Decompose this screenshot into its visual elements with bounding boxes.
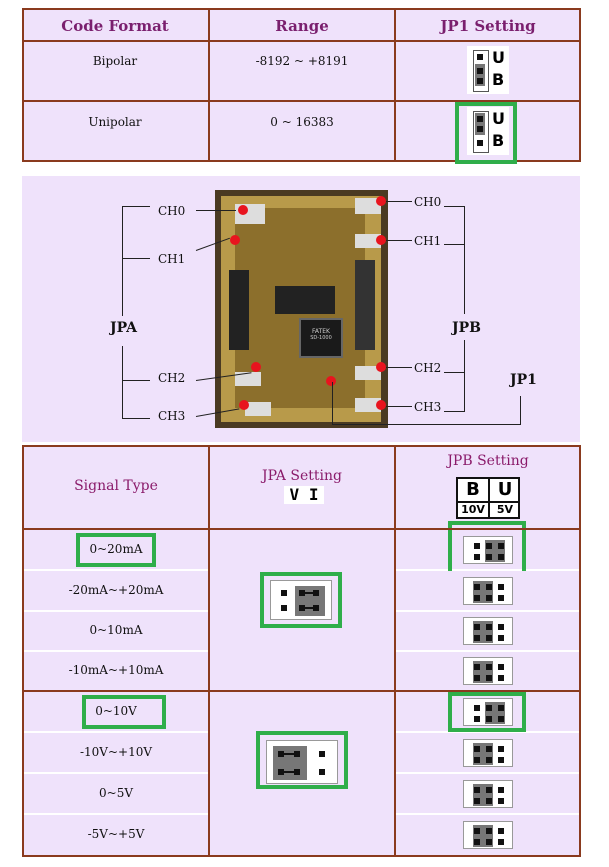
- signal-cell: -20mA~+20mA: [24, 571, 208, 610]
- highlight-box: [82, 695, 166, 729]
- jpb-jumper: [463, 738, 513, 767]
- jpb-bu-legend: B U 10V 5V: [456, 477, 520, 519]
- range-bipolar: -8192 ~ +8191: [255, 54, 349, 68]
- header-range: Range: [275, 17, 329, 35]
- jpa-jumper-current: [270, 580, 332, 620]
- range-unipolar: 0 ~ 16383: [270, 115, 334, 129]
- jpa-label: JPA: [110, 320, 137, 336]
- left-ch2-label: CH2: [158, 371, 186, 385]
- red-marker: [251, 362, 261, 372]
- left-ch1-label: CH1: [158, 252, 186, 266]
- jpb-jumper: [463, 779, 513, 808]
- right-ch2-label: CH2: [414, 361, 442, 375]
- signal-type-label: 0~10V: [95, 703, 137, 718]
- jpa-vi-label: V I: [284, 486, 324, 504]
- signal-type-label: 0~5V: [99, 785, 133, 800]
- table-cell: [22, 102, 208, 160]
- jpb-cell: [396, 692, 580, 731]
- jpb-cell: [396, 652, 580, 690]
- highlight-box: [260, 572, 342, 628]
- jpb-cell: [396, 612, 580, 650]
- jpb-5v-label: 5V: [496, 503, 514, 516]
- jpa-letter-v: V: [289, 485, 300, 504]
- signal-type-label: 0~10mA: [89, 623, 143, 637]
- signal-type-label: -10mA~+10mA: [68, 663, 164, 677]
- header-jpa-setting: JPA Setting: [262, 468, 342, 484]
- jpb-jumper: [463, 535, 513, 564]
- signal-cell: -10V~+10V: [24, 733, 208, 772]
- jpb-10v-label: 10V: [458, 503, 490, 517]
- left-ch3-label: CH3: [158, 409, 186, 423]
- header-code-format: Code Format: [61, 17, 169, 35]
- jpb-jumper: [463, 657, 513, 685]
- jpb-label: JPB: [452, 320, 481, 336]
- jp1-label: JP1: [510, 372, 537, 388]
- header-signal-type: Signal Type: [74, 478, 158, 494]
- jp1-jumper-bipolar: U B: [467, 46, 509, 94]
- signal-cell: -5V~+5V: [24, 815, 208, 855]
- red-marker: [230, 235, 240, 245]
- red-marker: [376, 196, 386, 206]
- jp1-letter-u: U: [492, 48, 505, 67]
- jpa-jumper-voltage: [266, 740, 338, 784]
- jpb-letter-u: U: [490, 479, 520, 503]
- header-jp1-setting: JP1 Setting: [440, 17, 536, 35]
- jpb-jumper: [463, 821, 513, 849]
- jpb-cell: [396, 530, 580, 569]
- chip-label: FATEK: [312, 328, 330, 335]
- signal-type-label: -5V~+5V: [87, 827, 145, 841]
- jpb-cell: [396, 571, 580, 610]
- header-cell: [210, 10, 394, 40]
- jp1-letter-b: B: [492, 70, 505, 89]
- format-bipolar: Bipolar: [92, 54, 138, 68]
- red-marker: [239, 400, 249, 410]
- jpb-letter-b: B: [458, 479, 490, 503]
- jp1-letter-b: B: [492, 131, 505, 150]
- signal-type-label: 0~20mA: [89, 541, 143, 556]
- signal-cell: 0~10mA: [24, 612, 208, 650]
- signal-cell: -10mA~+10mA: [24, 652, 208, 690]
- red-marker: [376, 235, 386, 245]
- jpb-jumper: [463, 617, 513, 645]
- header-cell: [22, 10, 208, 40]
- jp1-letter-u: U: [492, 109, 505, 128]
- signal-type-label: -20mA~+20mA: [68, 582, 164, 597]
- jpb-cell: [396, 733, 580, 772]
- red-marker: [238, 205, 248, 215]
- jpa-letter-i: I: [308, 485, 319, 504]
- chip-label-2: SD-1000: [310, 335, 332, 341]
- red-marker: [376, 362, 386, 372]
- signal-type-label: -10V~+10V: [79, 744, 153, 759]
- board-photo: FATEK SD-1000: [215, 190, 388, 428]
- left-ch0-label: CH0: [158, 204, 186, 218]
- right-ch3-label: CH3: [414, 400, 442, 414]
- signal-cell: 0~5V: [24, 774, 208, 813]
- table-cell: [22, 42, 208, 100]
- right-ch1-label: CH1: [414, 234, 442, 248]
- jpb-jumper: [463, 697, 513, 726]
- right-ch0-label: CH0: [414, 195, 442, 209]
- header-cell: [396, 10, 580, 40]
- jpb-cell: [396, 815, 580, 855]
- jpb-cell: [396, 774, 580, 813]
- highlight-box: [256, 731, 348, 789]
- highlight-box: [76, 533, 156, 567]
- table-cell: [210, 102, 394, 160]
- red-marker: [376, 400, 386, 410]
- red-marker: [326, 376, 336, 386]
- highlight-box: [455, 102, 517, 164]
- format-unipolar: Unipolar: [88, 115, 142, 129]
- table-cell: [210, 42, 394, 100]
- jpb-jumper: [463, 576, 513, 605]
- highlight-box: [448, 692, 526, 732]
- header-jpb-setting: JPB Setting: [447, 453, 529, 469]
- jp1-jumper-unipolar: U B: [467, 107, 509, 155]
